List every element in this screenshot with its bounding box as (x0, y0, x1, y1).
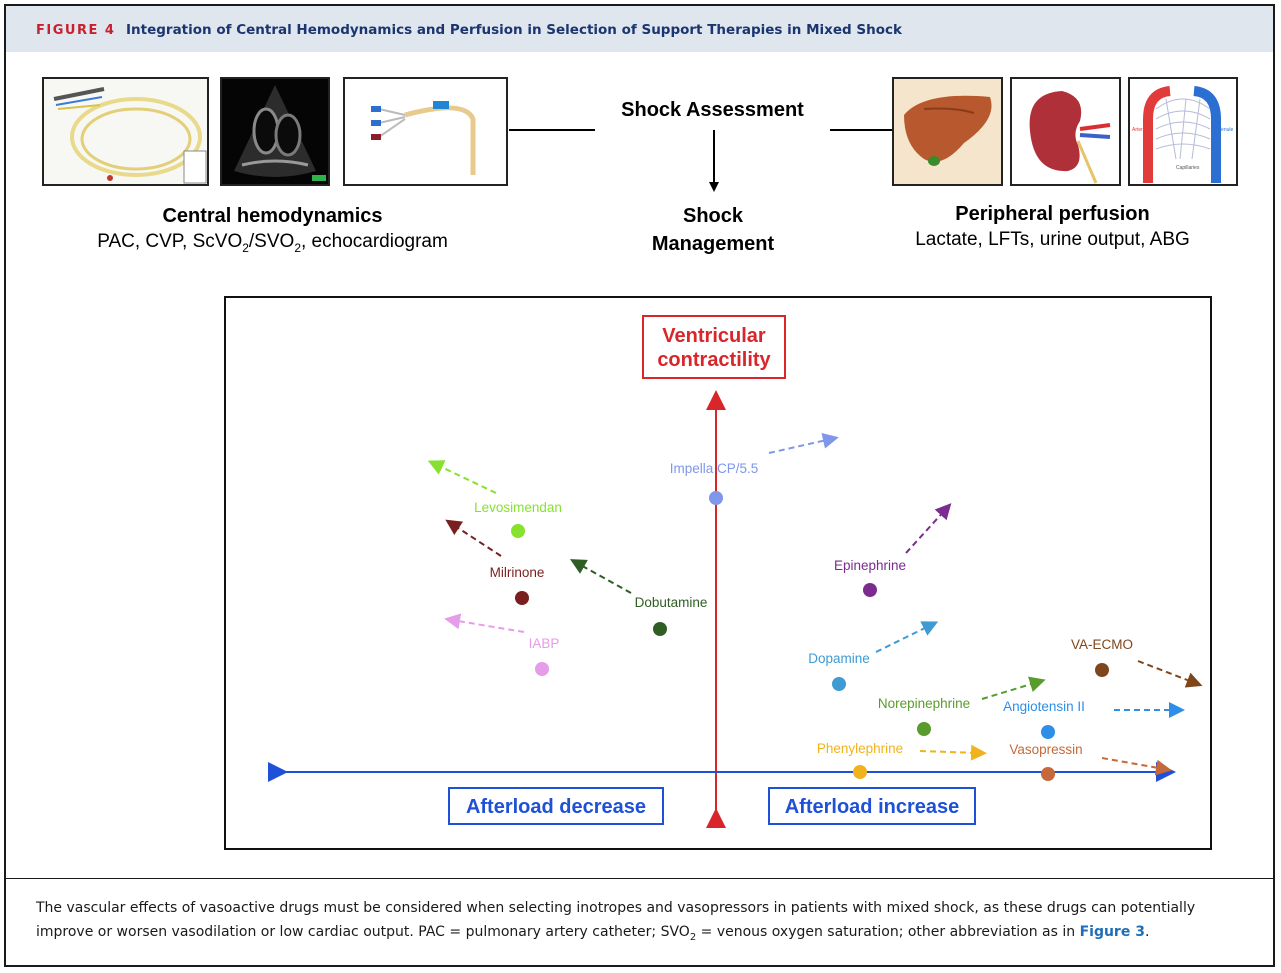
figure-frame (4, 4, 1275, 967)
central-sub-pre: PAC, CVP, ScVO (97, 231, 243, 252)
caption-text2: = venous oxygen saturation; other abbrev… (696, 924, 1080, 940)
shock-management-label: Shock Management (613, 202, 813, 258)
norepinephrine-label: Norepinephrine (878, 696, 970, 711)
assessment-line-right (830, 129, 892, 131)
assessment-to-management-arrow (709, 130, 719, 192)
figure-3-link[interactable]: Figure 3 (1079, 924, 1145, 940)
levosimendan-dot (511, 524, 525, 538)
caption-divider (4, 878, 1275, 879)
epinephrine-arrow (905, 503, 952, 554)
catheter-image (42, 77, 209, 186)
capillary-label-venule: Venule (1218, 127, 1234, 133)
milrinone-arrow (445, 519, 502, 557)
impella-cp-5-5-label: Impella CP/5.5 (670, 461, 759, 476)
dopamine-label: Dopamine (808, 651, 870, 666)
iabp-arrow (444, 613, 525, 633)
kidney-image (1010, 77, 1121, 186)
dobutamine-arrow (570, 559, 632, 594)
shock-assessment-label: Shock Assessment (621, 99, 804, 121)
assessment-line-left (509, 129, 595, 131)
y-axis-label-line1: Ventricular (662, 325, 766, 347)
capillary-bed-image: Arterial Venule Capillaries (1128, 77, 1238, 186)
norepinephrine-dot (917, 722, 931, 736)
levosimendan-label: Levosimendan (474, 500, 562, 515)
echocardiogram-image (220, 77, 330, 186)
peripheral-perfusion-sub: Lactate, LFTs, urine output, ABG (915, 229, 1190, 250)
capillary-label-capillaries: Capillaries (1176, 165, 1200, 171)
iabp-label: IABP (529, 636, 560, 651)
afterload-decrease-box (448, 787, 664, 825)
dobutamine-label: Dobutamine (635, 595, 708, 610)
angiotensin-ii-label: Angiotensin II (1003, 699, 1085, 714)
phenylephrine-arrow (919, 744, 987, 761)
norepinephrine-arrow (981, 676, 1046, 700)
milrinone-label: Milrinone (490, 565, 545, 580)
impella-cp-5-5-arrow (768, 432, 839, 454)
afterload-increase-box (768, 787, 976, 825)
central-sub-sub1: 2 (242, 240, 249, 255)
figure-title: Integration of Central Hemodynamics and … (126, 22, 902, 38)
va-ecmo-label: VA-ECMO (1071, 637, 1133, 652)
vasopressin-label: Vasopressin (1009, 742, 1082, 757)
impella-cp-5-5-dot (709, 491, 723, 505)
shock-management-line2: Management (651, 233, 775, 255)
dobutamine-dot (653, 622, 667, 636)
phenylephrine-label: Phenylephrine (817, 741, 903, 756)
vasopressin-arrow (1101, 757, 1172, 776)
epinephrine-label: Epinephrine (834, 558, 906, 573)
figure-header (6, 6, 1273, 52)
central-sub-mid: /SVO (248, 231, 295, 252)
caption-sub: 2 (689, 931, 697, 943)
capillary-label-arterial: Arterial (1132, 127, 1148, 133)
peripheral-perfusion-heading: Peripheral perfusion (955, 203, 1150, 225)
milrinone-dot (515, 591, 529, 605)
iabp-dot (535, 662, 549, 676)
phenylephrine-dot (853, 765, 867, 779)
vasopressin-dot (1041, 767, 1055, 781)
liver-image (892, 77, 1003, 186)
afterload-decrease-label: Afterload decrease (466, 796, 646, 818)
central-sub-sub2: 2 (294, 240, 301, 255)
caption-end: . (1144, 924, 1150, 940)
va-ecmo-arrow (1137, 660, 1203, 688)
caption-text: The vascular effects of vasoactive drugs… (36, 900, 1196, 940)
dopamine-dot (832, 677, 846, 691)
y-axis-label-box (642, 315, 786, 379)
central-line-image (343, 77, 508, 186)
y-axis-label-line2: contractility (657, 349, 771, 371)
central-hemodynamics-heading: Central hemodynamics (162, 205, 383, 227)
therapy-diagram: Ventricular contractility Afterload decr… (224, 296, 1212, 850)
figure-caption: The vascular effects of vasoactive drugs… (36, 896, 1251, 950)
angiotensin-ii-dot (1041, 725, 1055, 739)
levosimendan-arrow (427, 460, 497, 494)
figure-label: FIGURE 4 (36, 23, 116, 38)
dopamine-arrow (875, 621, 939, 653)
central-sub-post: , echocardiogram (301, 231, 448, 252)
epinephrine-dot (863, 583, 877, 597)
va-ecmo-dot (1095, 663, 1109, 677)
central-hemodynamics-sub: PAC, CVP, ScVO2/SVO2, echocardiogram (60, 231, 485, 255)
shock-management-line1: Shock (682, 205, 744, 227)
afterload-increase-label: Afterload increase (785, 796, 960, 818)
